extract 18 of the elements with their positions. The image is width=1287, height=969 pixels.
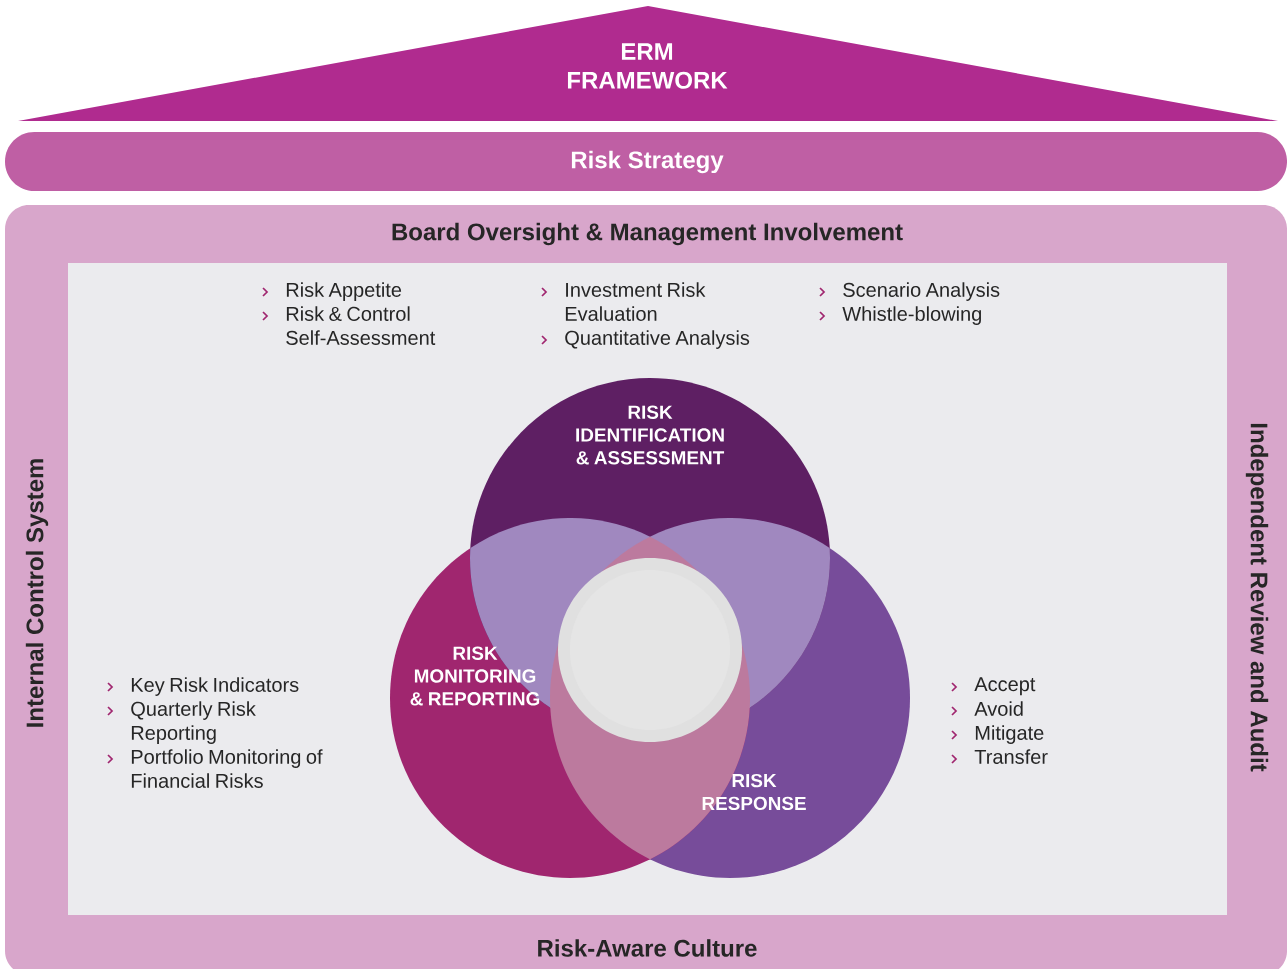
bullet-text: Quantitative Analysis — [565, 330, 750, 349]
segment-label: RISK RESPONSE — [702, 773, 806, 811]
roof-triangle: ERM FRAMEWORK — [18, 6, 1278, 121]
bullet-text: Whistle-blowing — [842, 306, 981, 325]
strategy-band: Risk Strategy — [5, 132, 1287, 191]
bullet-text: Transfer — [974, 749, 1048, 764]
bullet-text: Risk Appetite — [286, 282, 402, 301]
bullet-text: Avoid — [974, 701, 1023, 716]
bullet-text: Key Risk Indicators — [131, 677, 299, 696]
bullet-text: Scenario Analysis — [843, 282, 1000, 301]
bullet-text: Investment Risk Evaluation — [565, 282, 706, 321]
bullet-text: Accept — [974, 677, 1036, 696]
segment-label: RISK IDENTIFICATION & ASSESSMENT — [576, 405, 725, 465]
bullet-text: Mitigate — [975, 725, 1044, 744]
segment-label: RISK MONITORING & REPORTING — [410, 646, 540, 706]
bullet-text: Portfolio Monitoring of Financial Risks — [131, 749, 323, 788]
bullet-text: Risk & Control Self-Assessment — [286, 306, 436, 345]
bullet-text: Quarterly Risk Reporting — [131, 701, 256, 744]
